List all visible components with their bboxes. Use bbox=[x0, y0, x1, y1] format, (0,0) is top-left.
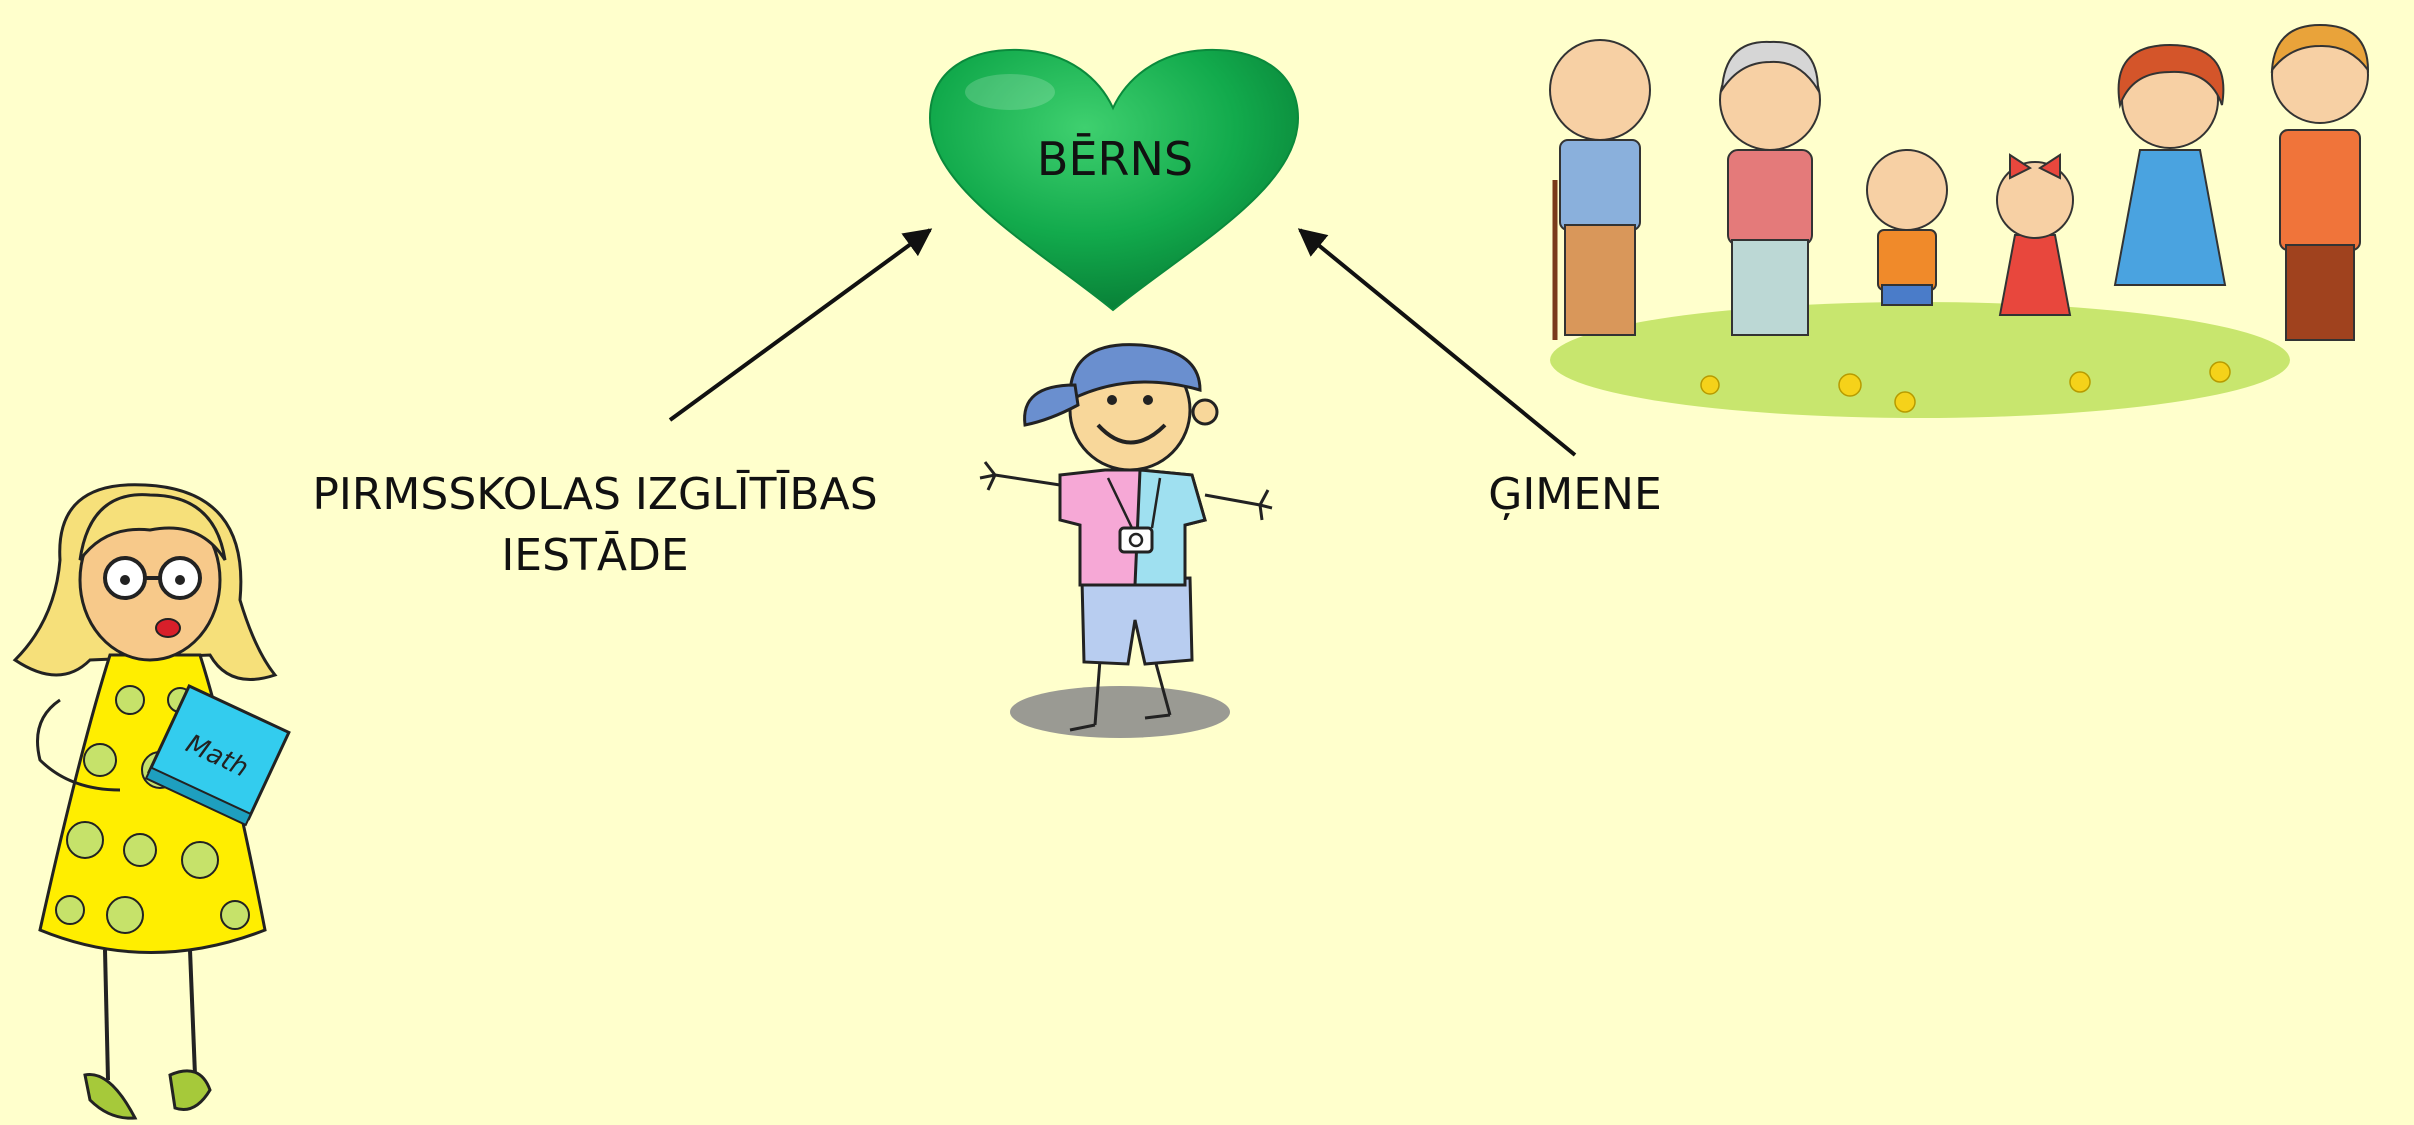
preschool-label: PIRMSSKOLAS IZGLĪTĪBAS IESTĀDE bbox=[280, 465, 910, 586]
preschool-label-line-1: PIRMSSKOLAS IZGLĪTĪBAS bbox=[312, 469, 878, 520]
family-illustration bbox=[1549, 23, 2370, 418]
preschool-label-line-2: IESTĀDE bbox=[501, 529, 689, 581]
arrow-school-to-child bbox=[668, 228, 933, 422]
boy-illustration bbox=[979, 343, 1273, 738]
arrow-family-to-child bbox=[1297, 228, 1577, 457]
teacher-illustration: Math bbox=[12, 483, 291, 1120]
family-label: ĢIMENE bbox=[1488, 469, 1662, 520]
heart-shape bbox=[928, 48, 1300, 312]
child-label: BĒRNS bbox=[1036, 132, 1194, 186]
